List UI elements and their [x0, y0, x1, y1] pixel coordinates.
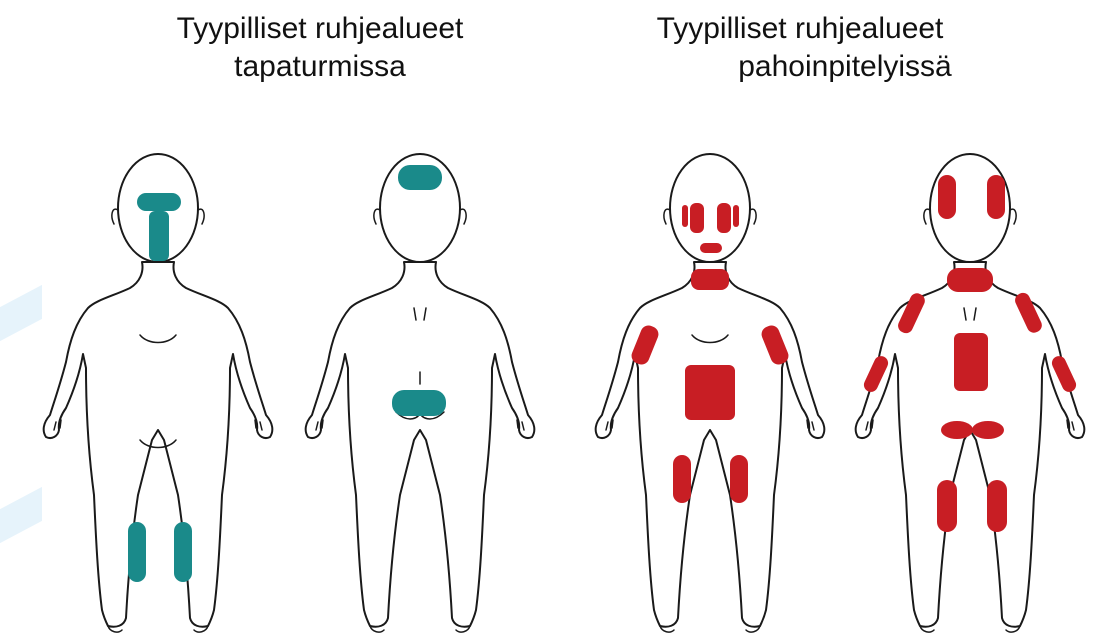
marker-right-cheek: [717, 203, 731, 233]
marker-left-buttock: [941, 421, 973, 439]
marker-right-shin: [174, 522, 192, 582]
marker-right-buttock: [972, 421, 1004, 439]
marker-mouth: [700, 243, 722, 253]
marker-neck: [691, 269, 729, 290]
marker-left-cheek: [690, 203, 704, 233]
marker-back-head-right: [987, 175, 1005, 219]
marker-back-head: [398, 165, 442, 190]
marker-left-ear: [682, 205, 688, 227]
marker-back-right-thigh: [987, 480, 1007, 532]
marker-forehead: [137, 193, 181, 211]
marker-back-left-thigh: [937, 480, 957, 532]
marker-lower-back: [392, 390, 446, 416]
abuse-figure-back: [856, 154, 1085, 632]
marker-shoulders: [947, 268, 993, 292]
marker-right-thigh: [730, 455, 748, 503]
marker-mid-back: [954, 333, 988, 391]
marker-left-shin: [128, 522, 146, 582]
marker-right-ear: [733, 205, 739, 227]
marker-left-thigh: [673, 455, 691, 503]
marker-abdomen: [685, 365, 735, 420]
marker-nose-chin: [149, 211, 169, 261]
marker-back-head-left: [938, 175, 956, 219]
